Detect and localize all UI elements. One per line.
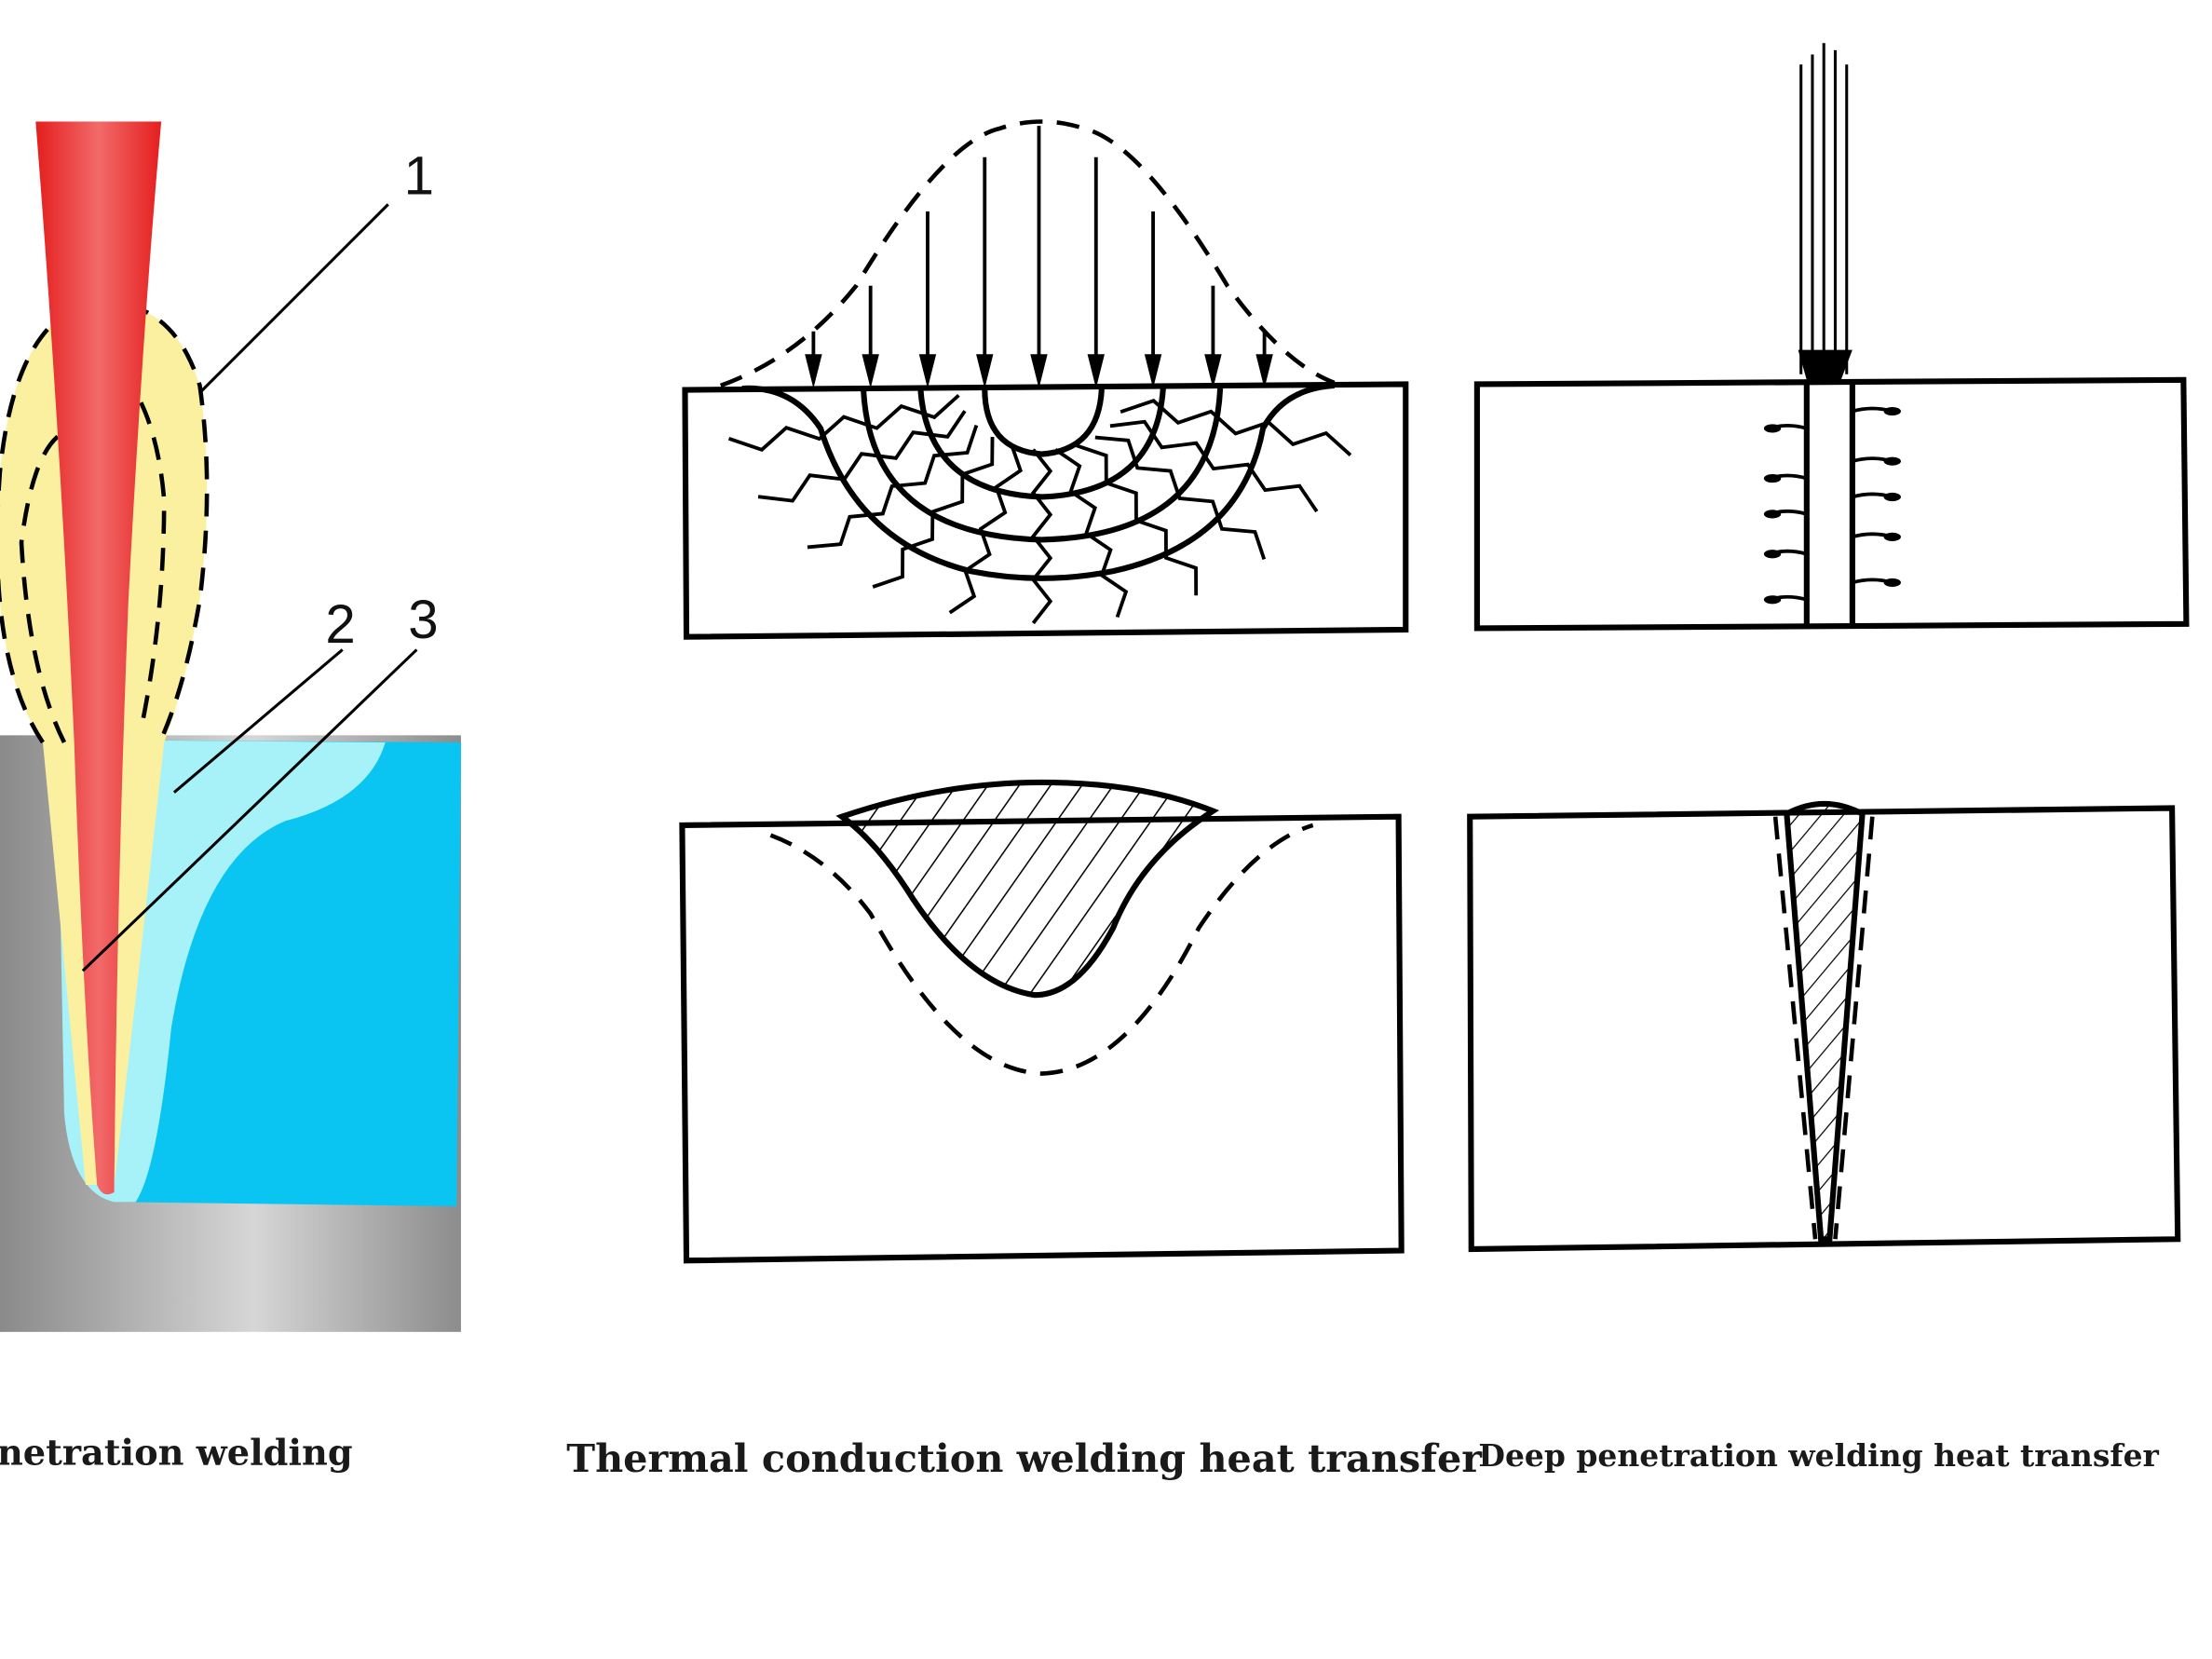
- caption-keyhole-welding: netration welding: [0, 1432, 353, 1474]
- keyhole-heat-flow-diagram: [1473, 43, 2190, 632]
- plume-inner-outline: [19, 370, 167, 744]
- lateral-arrow: [1763, 406, 1901, 433]
- workpiece-box: [1473, 376, 2190, 632]
- heat-conduction-paths: [727, 393, 1352, 625]
- leader-line-1: [198, 203, 389, 394]
- caption-conduction-welding: Thermal conduction welding heat transfer: [566, 1435, 1483, 1481]
- caption-deep-penetration-welding: Deep penetration welding heat transfer: [1478, 1437, 2159, 1474]
- leader-line-2: [172, 648, 344, 794]
- melt-pool-outer: [741, 382, 1335, 581]
- conduction-weld-cross-section: [679, 779, 1405, 1264]
- workpiece-box: [1467, 805, 2181, 1253]
- label-3: 3: [408, 590, 438, 650]
- heat-arrow: [1255, 331, 1273, 389]
- lateral-heat-arrows: [1763, 406, 1901, 605]
- isotherm-2: [917, 388, 1166, 500]
- heat-arrow: [862, 285, 879, 389]
- conduction-path: [807, 424, 979, 550]
- isotherm-1: [860, 388, 1224, 543]
- keyhole-weld-cross-section: [1467, 800, 2181, 1253]
- keyhole-heat-affected-zone: [1772, 816, 1875, 1240]
- heat-arrow: [1204, 285, 1222, 389]
- weld-bead-hatched: [835, 779, 1220, 999]
- conduction-path: [1094, 435, 1267, 561]
- lateral-arrow: [1763, 492, 1901, 519]
- heat-arrow: [1030, 126, 1048, 389]
- lateral-arrow: [1763, 532, 1901, 559]
- heat-arrow: [918, 211, 937, 389]
- label-2: 2: [325, 594, 355, 655]
- conduction-path: [1109, 419, 1319, 513]
- heat-distribution-curve: [720, 119, 1336, 388]
- heat-input-arrows: [805, 126, 1273, 389]
- laser-beam: [35, 121, 162, 1195]
- conduction-path: [757, 410, 967, 503]
- keyhole-welding-illustration: 1 2 3: [0, 121, 461, 1332]
- conduction-path: [948, 444, 1024, 615]
- lateral-arrow: [1763, 578, 1901, 605]
- conduction-path: [1076, 443, 1199, 596]
- laser-beam-lines: [1798, 43, 1852, 380]
- conduction-path: [1030, 448, 1053, 625]
- label-1: 1: [404, 146, 434, 207]
- heat-arrow: [1144, 211, 1162, 389]
- conduction-path: [1054, 448, 1129, 619]
- conduction-heat-flow-diagram: [682, 119, 1409, 640]
- keyhole-weld-hatched: [1784, 800, 1866, 1243]
- heat-arrow: [976, 156, 994, 389]
- leader-line-3: [81, 648, 418, 972]
- heat-affected-zone: [769, 823, 1314, 1076]
- conduction-path: [872, 436, 995, 589]
- heat-arrow: [1087, 156, 1105, 389]
- conduction-path: [727, 393, 960, 452]
- workpiece-box: [682, 381, 1409, 640]
- isotherm-3: [982, 388, 1105, 457]
- conduction-path: [1120, 399, 1352, 457]
- heat-arrow: [805, 331, 822, 389]
- lateral-arrow: [1763, 456, 1901, 483]
